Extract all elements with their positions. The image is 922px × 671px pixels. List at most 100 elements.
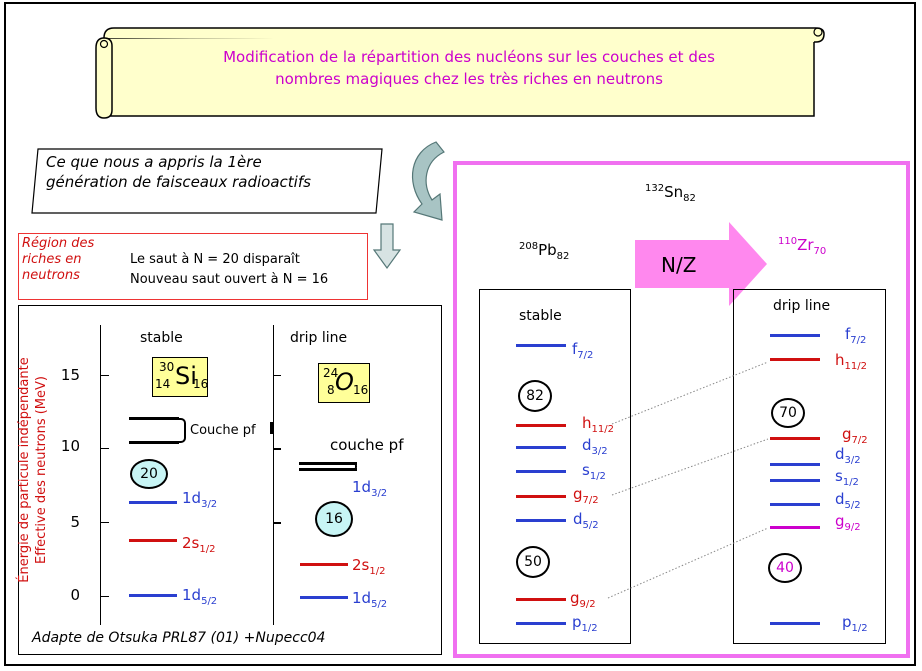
- region-label-line-3: neutrons: [22, 268, 80, 283]
- callout-text: Ce que nous a appris la 1ère génération …: [46, 152, 311, 192]
- dripline-column-label: drip line: [773, 298, 831, 314]
- sn-nucleus: 132Sn82: [645, 183, 696, 204]
- zr-nucleus: 110Zr70: [778, 236, 827, 257]
- couche-pf-label-o: couche pf: [330, 436, 404, 454]
- magic-number-70: 70: [771, 398, 805, 428]
- o-nucleus-box: 24 8 O 16: [318, 363, 370, 403]
- si-level-1d32: [129, 501, 177, 504]
- region-text-line-2: Nouveau saut ouvert à N = 16: [130, 272, 329, 287]
- down-arrow-icon: [372, 223, 402, 270]
- title-line-2: nombres magiques chez les très riches en…: [275, 70, 663, 88]
- pf-level-si: [129, 417, 179, 420]
- ytick-mark: [100, 522, 109, 523]
- pf-bracket-o: [350, 462, 357, 471]
- ytick-15: 15: [60, 366, 80, 384]
- ytick-10: 10: [60, 437, 80, 455]
- drip-label-g92: g9/2: [835, 512, 861, 533]
- o-symbol: O: [335, 368, 354, 396]
- stable-column-label: stable: [519, 308, 562, 324]
- o-neutron-number: 16: [353, 383, 369, 397]
- stable-level-s12: [516, 470, 566, 473]
- stable-label-s12: s1/2: [582, 461, 606, 482]
- source-footer: Adapte de Otsuka PRL87 (01) +Nupecc04: [32, 630, 326, 646]
- stable-level-p12: [516, 622, 566, 625]
- si-symbol: Si: [175, 362, 197, 390]
- drip-level-d52: [770, 503, 820, 506]
- drip-label-f72: f7/2: [845, 325, 867, 346]
- o-label-2s12: 2s1/2: [352, 556, 386, 577]
- dripline-box: [733, 289, 886, 644]
- stable-level-g92: [516, 598, 566, 601]
- nz-arrow-icon: [635, 222, 767, 306]
- si-neutron-number: 16: [193, 377, 209, 391]
- stable-level-h112: [516, 424, 566, 427]
- drip-level-p12: [770, 622, 820, 625]
- region-label-line-2: riches en: [22, 252, 82, 267]
- si-label-2s12: 2s1/2: [182, 534, 216, 555]
- drip-label-s12: s1/2: [835, 467, 859, 488]
- region-box: [18, 233, 368, 300]
- pb-nucleus: 208Pb82: [519, 241, 570, 262]
- o-label-1d32: 1d3/2: [352, 478, 388, 499]
- scroll-banner: [95, 27, 825, 119]
- o-label-1d52: 1d5/2: [352, 589, 388, 610]
- stable-level-d52: [516, 519, 566, 522]
- stable-level-f72: [516, 344, 566, 347]
- ytick-mark: [273, 375, 281, 376]
- magic-number-16: 16: [315, 501, 353, 537]
- column-dripline-label: drip line: [290, 330, 348, 346]
- si-atomic-number: 14: [155, 377, 171, 391]
- si-label-1d32: 1d3/2: [182, 489, 218, 510]
- connector-h112: [611, 361, 769, 425]
- drip-level-f72: [770, 334, 820, 337]
- couche-pf-label-si: Couche pf: [190, 423, 256, 438]
- pf-level-o: [299, 468, 357, 471]
- left-panel: [18, 305, 442, 655]
- pf-level-si: [129, 441, 179, 444]
- ytick-mark: [100, 596, 109, 597]
- si-nucleus-box: 30 14 Si 16: [152, 357, 208, 397]
- slide-title: Modification de la répartition des nuclé…: [108, 46, 830, 90]
- magic-number-50: 50: [516, 546, 550, 578]
- callout-box: [31, 148, 383, 214]
- region-text: Le saut à N = 20 disparaît Nouveau saut …: [130, 250, 328, 290]
- slide-frame: [4, 2, 916, 666]
- pf-bracket: [179, 418, 186, 443]
- si-level-2s12: [129, 539, 177, 542]
- drip-label-g72: g7/2: [842, 425, 868, 446]
- connector-g72: [611, 438, 769, 496]
- stable-label-h112: h11/2: [582, 414, 614, 435]
- stable-label-f72: f7/2: [572, 340, 594, 361]
- drip-label-d52: d5/2: [835, 490, 861, 511]
- drip-level-g92: [770, 526, 820, 529]
- magic-number-20: 20: [130, 459, 168, 489]
- drip-level-d32: [770, 463, 820, 466]
- stable-box: [479, 289, 631, 644]
- column-divider: [273, 325, 274, 625]
- connector-g92: [607, 527, 769, 599]
- ytick-0: 0: [70, 586, 80, 604]
- ytick-mark: [273, 448, 281, 450]
- drip-level-g72: [770, 437, 820, 440]
- o-atomic-number: 8: [327, 383, 335, 397]
- ytick-mark: [100, 448, 109, 449]
- o-level-1d52: [300, 596, 348, 599]
- drip-label-d32: d3/2: [835, 445, 861, 466]
- region-label: Région des riches en neutrons: [22, 236, 94, 284]
- region-label-line-1: Région des: [22, 236, 95, 251]
- stable-label-p12: p1/2: [572, 613, 598, 634]
- title-line-1: Modification de la répartition des nuclé…: [223, 48, 715, 66]
- region-text-line-1: Le saut à N = 20 disparaît: [130, 252, 300, 267]
- magic-number-82: 82: [518, 380, 552, 412]
- ytick-mark: [273, 522, 281, 524]
- pf-level-o: [299, 462, 357, 465]
- left-axis-line: [100, 325, 101, 625]
- drip-level-s12: [770, 479, 820, 482]
- magic-number-40: 40: [768, 553, 802, 583]
- nz-arrow-label: N/Z: [661, 253, 697, 277]
- stable-level-g72: [516, 495, 566, 498]
- si-level-1d52: [129, 594, 177, 597]
- stable-level-d32: [516, 446, 566, 449]
- o-mass-number: 24: [323, 366, 339, 380]
- callout-line-1: Ce que nous a appris la 1ère: [46, 153, 262, 171]
